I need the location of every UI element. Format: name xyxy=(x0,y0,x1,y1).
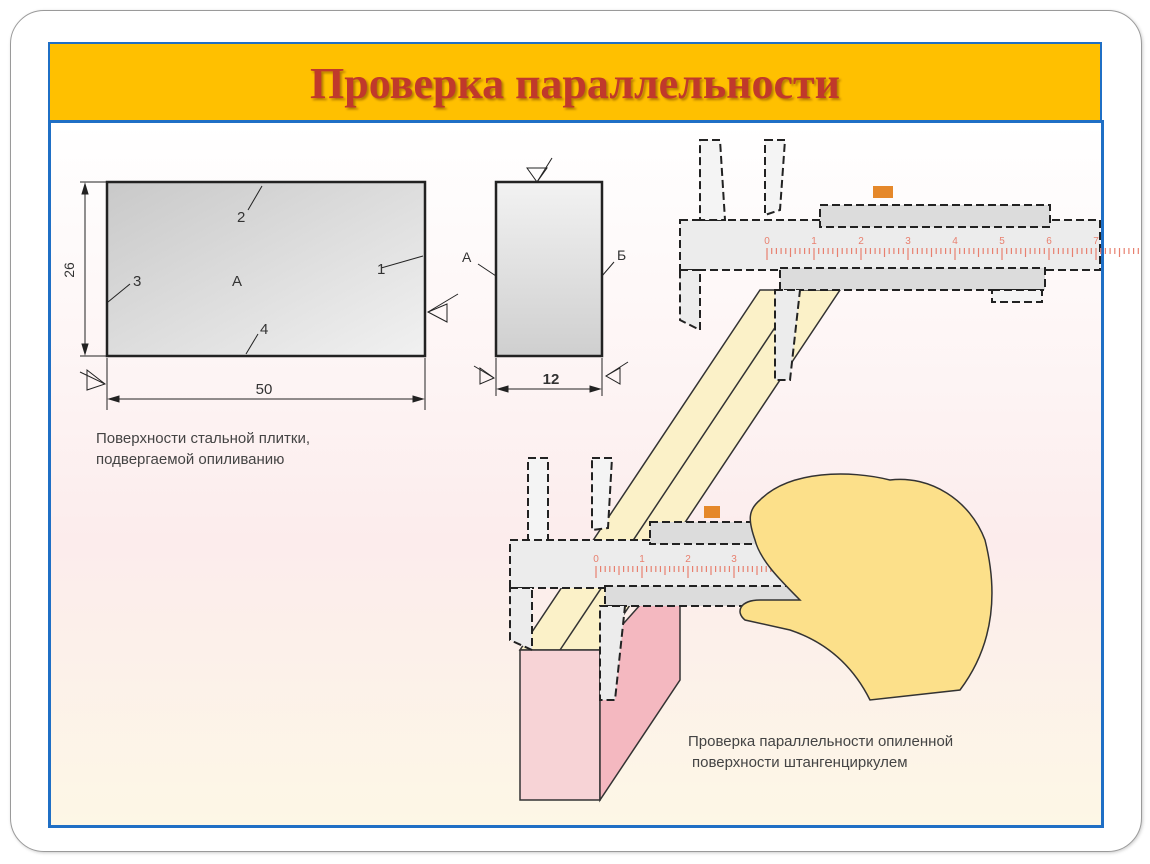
caption-right-line-1: Проверка параллельности опиленной xyxy=(688,733,954,750)
upper-scale-label: 7 xyxy=(1093,236,1099,247)
upper-scale-label: 5 xyxy=(999,236,1005,247)
upper-scale-label: 1 xyxy=(811,236,817,247)
upper-scale-label: 3 xyxy=(905,236,911,247)
upper-scale-label: 6 xyxy=(1046,236,1052,247)
plate-side-view xyxy=(473,157,629,396)
lower-scale-label: 3 xyxy=(731,554,737,565)
label-side-b: Б xyxy=(617,247,626,263)
label-face-a: А xyxy=(232,273,242,290)
caption-left: Поверхности стальной плитки, подвергаемо… xyxy=(96,428,310,470)
caption-right: Проверка параллельности опиленной поверх… xyxy=(688,731,953,773)
caliper-scale-upper: 0 1 2 3 4 5 6 7 xyxy=(764,236,1139,260)
plate-front-view xyxy=(79,180,459,410)
label-surface-3: 3 xyxy=(133,273,141,290)
caliper-lower xyxy=(509,457,811,701)
label-surface-1: 1 xyxy=(377,261,385,278)
caliper-scale-lower: 0 1 2 3 xyxy=(593,554,777,578)
lock-screw-lower xyxy=(704,506,720,518)
title-bar: Проверка параллельности xyxy=(48,42,1102,124)
dim-side-width: 12 xyxy=(543,371,560,388)
label-surface-4: 4 xyxy=(260,321,268,338)
label-side-a: А xyxy=(462,249,472,265)
upper-scale-label: 2 xyxy=(858,236,864,247)
caption-right-line-2: поверхности штангенциркулем xyxy=(692,754,908,771)
label-surface-2: 2 xyxy=(237,209,245,226)
hand-illustration xyxy=(739,473,993,701)
caption-left-line-2: подвергаемой опиливанию xyxy=(96,451,285,468)
lock-screw-upper xyxy=(873,186,893,198)
lower-scale-label: 2 xyxy=(685,554,691,565)
lower-scale-label: 0 xyxy=(593,554,599,565)
dim-height: 26 xyxy=(61,262,77,278)
lower-scale-label: 1 xyxy=(639,554,645,565)
caption-left-line-1: Поверхности стальной плитки, xyxy=(96,430,310,447)
dim-width: 50 xyxy=(256,381,273,398)
caliper-upper xyxy=(679,139,1101,381)
upper-scale-label: 0 xyxy=(764,236,770,247)
slide-title: Проверка параллельности xyxy=(310,58,840,108)
upper-scale-label: 4 xyxy=(952,236,958,247)
